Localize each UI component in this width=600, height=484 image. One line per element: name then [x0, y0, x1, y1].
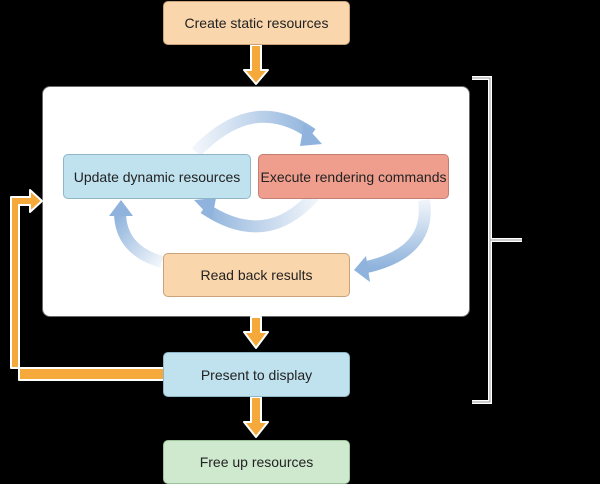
create-static-resources-box: Create static resources: [163, 1, 350, 45]
present-to-display-box: Present to display: [163, 352, 350, 397]
read-back-results-label: Read back results: [200, 267, 313, 283]
cycle-arrow-execute-to-update: [194, 191, 319, 233]
cycle-arrow-readback-to-update: [109, 200, 164, 268]
cycle-arrow-execute-to-readback: [354, 199, 431, 282]
arrow-loop-to-present: [243, 316, 269, 349]
create-static-resources-label: Create static resources: [184, 15, 329, 31]
update-dynamic-resources-label: Update dynamic resources: [73, 168, 241, 185]
free-up-resources-box: Free up resources: [163, 440, 350, 484]
present-to-display-label: Present to display: [200, 366, 313, 383]
execute-rendering-commands-box: Execute rendering commands: [258, 154, 449, 199]
loop-bracket: [472, 76, 522, 404]
cycle-arrow-update-to-execute: [191, 110, 322, 157]
arrow-present-to-free: [243, 396, 269, 438]
execute-rendering-commands-label: Execute rendering commands: [260, 168, 447, 185]
update-dynamic-resources-box: Update dynamic resources: [63, 154, 251, 199]
read-back-results-box: Read back results: [163, 253, 350, 297]
free-up-resources-label: Free up resources: [199, 454, 314, 470]
arrow-present-loop-back: [10, 189, 165, 381]
arrow-create-to-loop: [243, 44, 269, 85]
